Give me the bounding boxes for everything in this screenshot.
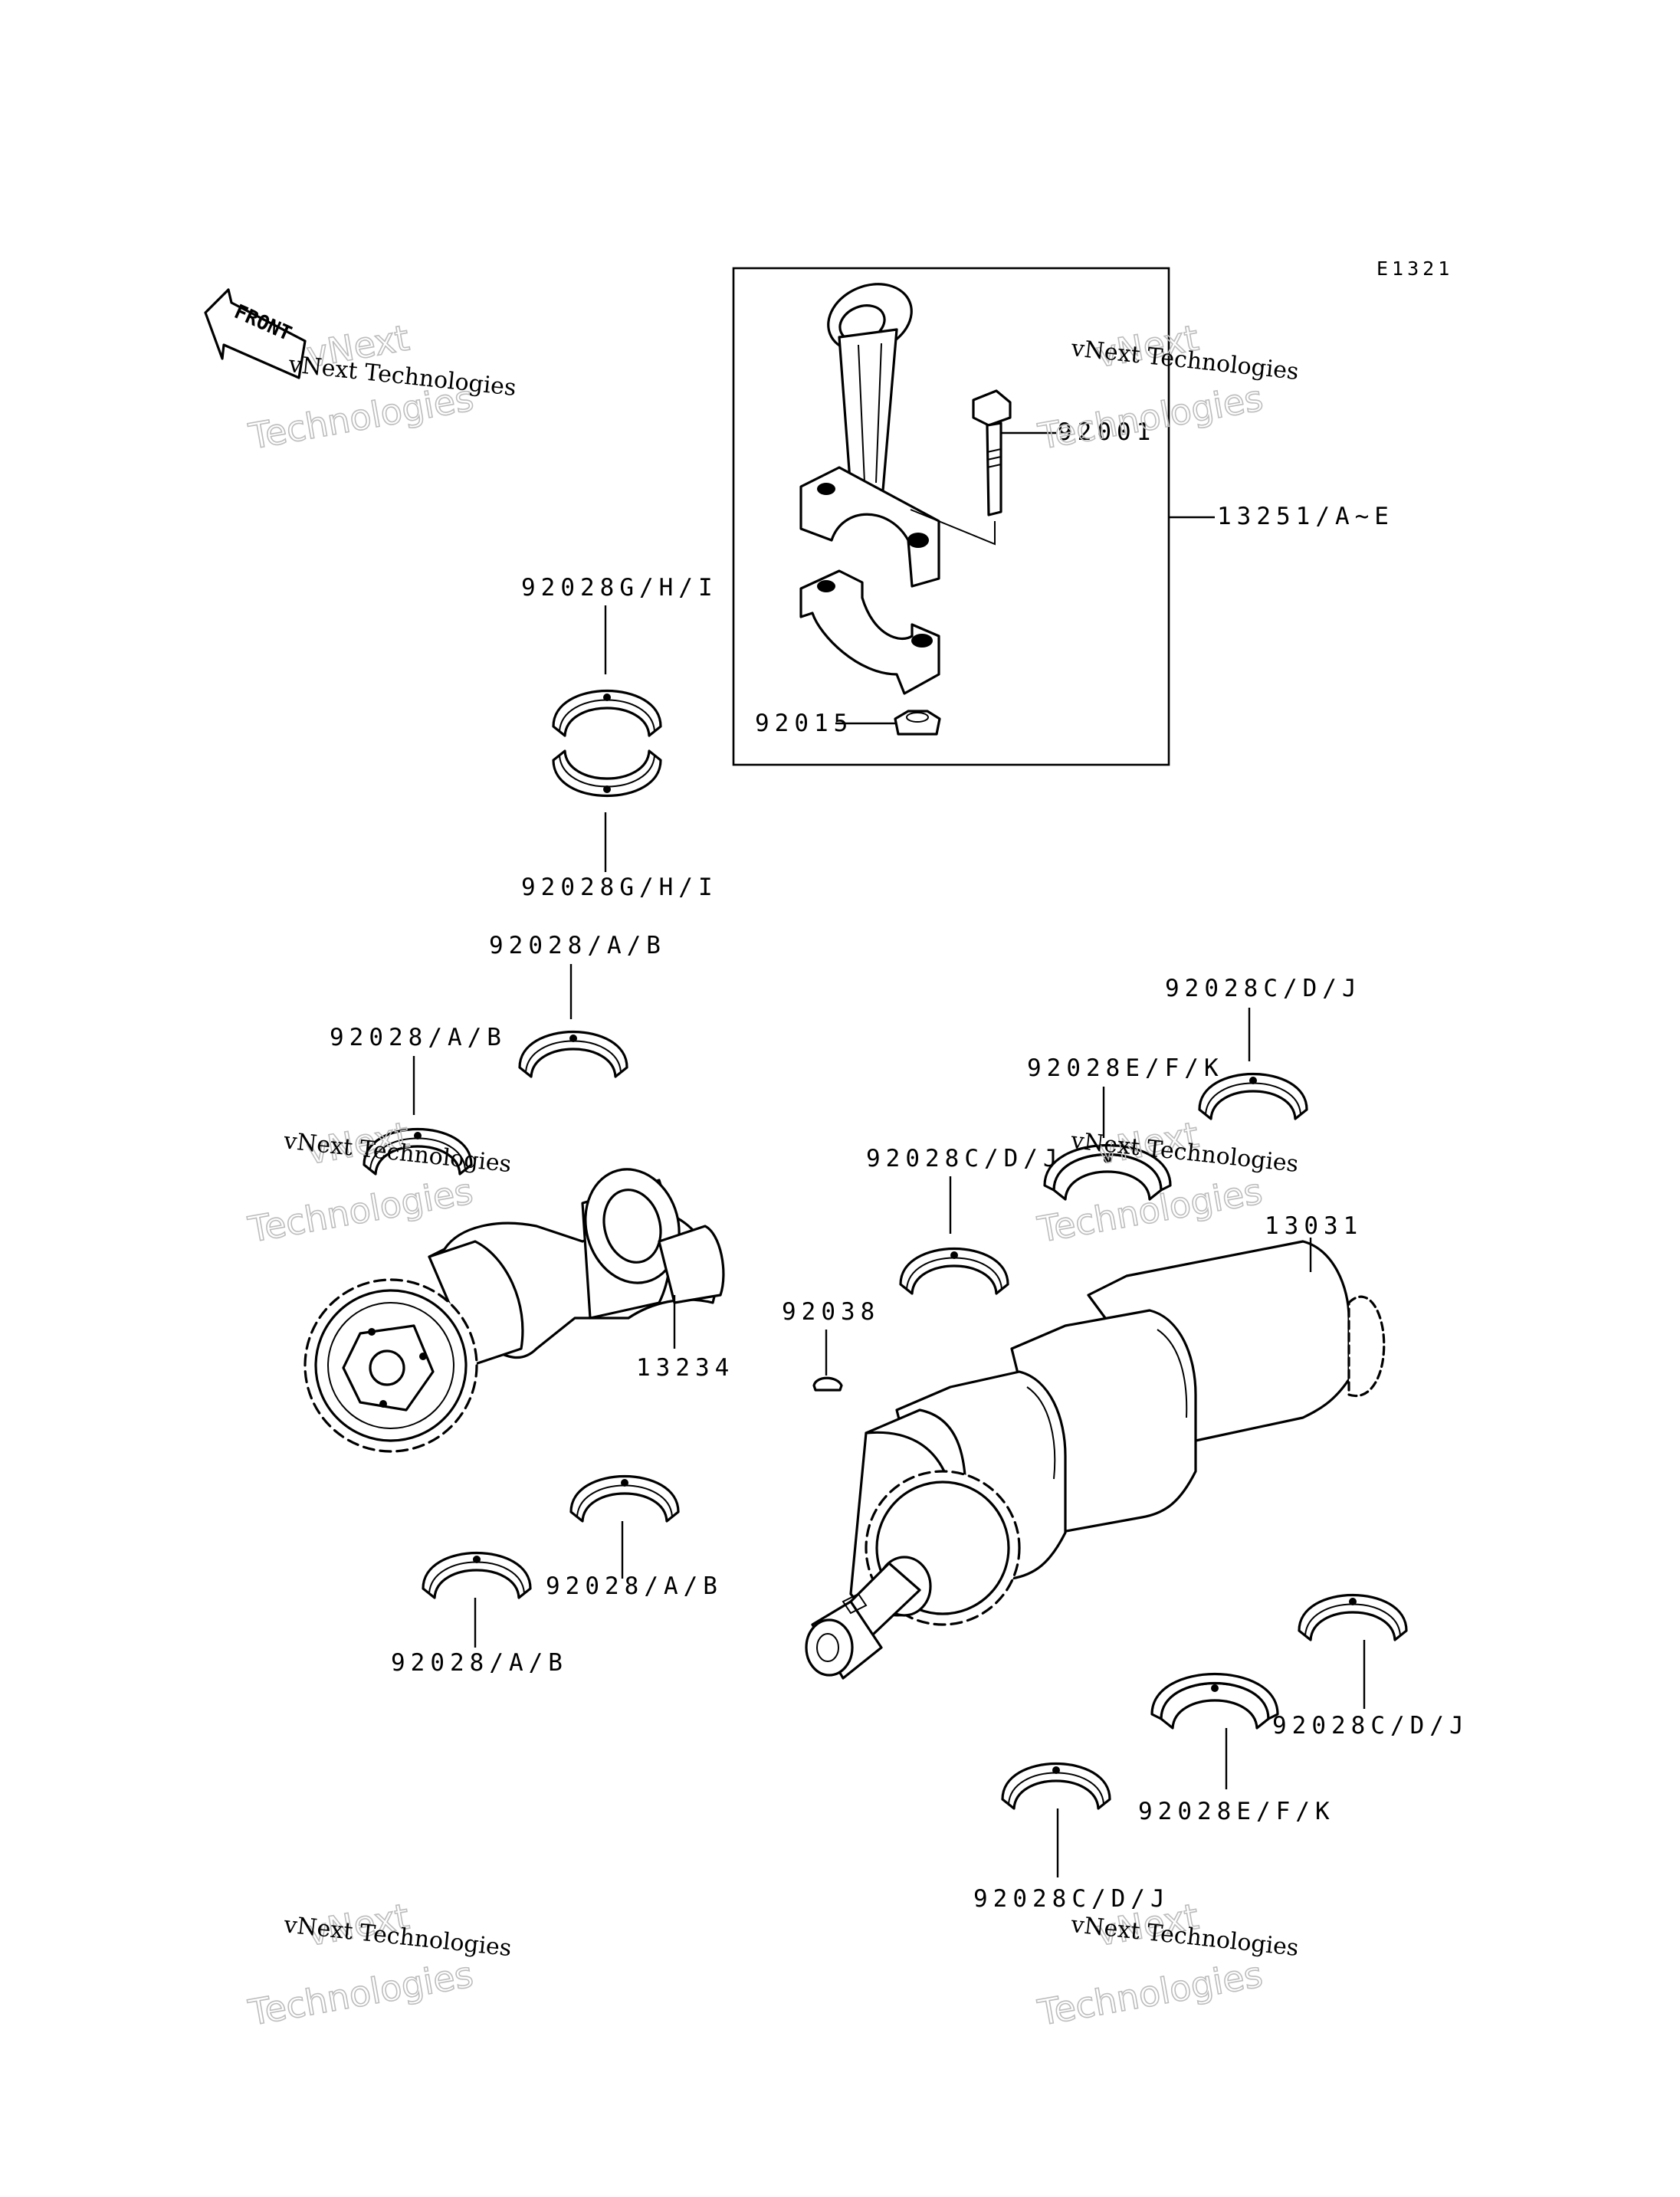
watermark-bottom-left: vNext Technologies vNext Technologies xyxy=(244,1895,513,2035)
svg-text:Technologies: Technologies xyxy=(1035,1953,1265,2034)
balancer-bearing-lower-left xyxy=(422,1551,532,1599)
rod-bearing-lower xyxy=(552,749,662,798)
label-nut: 92015 xyxy=(755,710,853,737)
label-rod-bearing-lower: 92028G/H/I xyxy=(521,874,718,901)
svg-text:Technologies: Technologies xyxy=(244,1170,475,1251)
rod-bearing-upper xyxy=(552,689,662,737)
crankshaft xyxy=(805,1238,1386,1680)
balancer-bearing-top xyxy=(518,1030,628,1078)
key xyxy=(812,1376,843,1392)
label-balancer-bearing-top: 92028/A/B xyxy=(489,932,666,959)
label-main-bearing-flange-bottom: 92028E/F/K xyxy=(1138,1798,1335,1825)
label-main-bearing-top-right: 92028C/D/J xyxy=(1165,975,1362,1002)
main-bearing-mid xyxy=(899,1247,1009,1295)
main-bearing-bottom xyxy=(1001,1762,1111,1810)
nut: 92015 xyxy=(755,710,941,737)
label-connecting-rod-assy: 13251/A~E xyxy=(1217,503,1394,530)
diagram-code: E1321 xyxy=(1376,257,1453,280)
label-key: 92038 xyxy=(782,1298,880,1326)
label-rod-bearing-upper: 92028G/H/I xyxy=(521,574,718,602)
main-bearing-flange-bottom xyxy=(1150,1672,1279,1730)
label-main-bearing-flange-top: 92028E/F/K xyxy=(1027,1054,1224,1082)
watermark-bottom-right: vNext Technologies vNext Technologies xyxy=(1034,1895,1300,2035)
label-balancer-shaft: 13234 xyxy=(636,1354,734,1382)
label-main-bearing-bottom: 92028C/D/J xyxy=(973,1885,1170,1913)
label-crankshaft: 13031 xyxy=(1265,1212,1363,1240)
label-balancer-bearing-left: 92028/A/B xyxy=(330,1024,507,1051)
bolt-guide-line xyxy=(910,509,996,546)
svg-text:Technologies: Technologies xyxy=(245,1953,476,2034)
label-main-bearing-mid: 92028C/D/J xyxy=(866,1145,1063,1172)
watermark-top-right: vNext Technologies vNext Technologies xyxy=(1035,316,1301,458)
label-balancer-bearing-lower-right: 92028/A/B xyxy=(546,1572,723,1600)
label-balancer-bearing-lower-left: 92028/A/B xyxy=(391,1649,568,1677)
main-bearing-right xyxy=(1298,1593,1408,1641)
label-bolt: 92001 xyxy=(1058,418,1156,446)
balancer-bearing-lower-right xyxy=(569,1474,680,1523)
balancer-shaft xyxy=(304,1168,725,1453)
bolt: 92001 xyxy=(972,389,1156,516)
label-main-bearing-right: 92028C/D/J xyxy=(1272,1712,1469,1740)
connecting-rod xyxy=(799,283,940,695)
